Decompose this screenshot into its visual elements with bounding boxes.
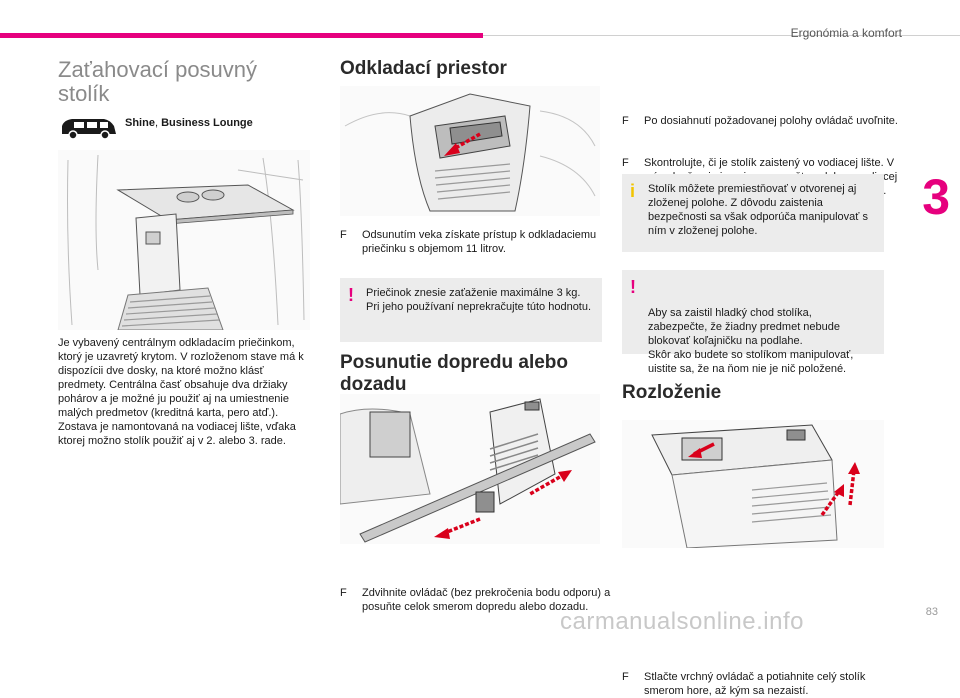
warning-note-load: ! Priečinok znesie zaťaženie maximálne 3… [340, 278, 602, 342]
illustration-slide-table [340, 394, 600, 544]
bullet-icon: F [622, 115, 629, 127]
section-header: Ergonómia a komfort [790, 26, 902, 40]
heading-slide: Posunutie dopredu alebo dozadu [340, 352, 569, 395]
step-unfold-table: F Stlačte vrchný ovládač a potiahnite ce… [622, 671, 866, 697]
bullet-icon: F [622, 671, 629, 683]
watermark: carmanualsonline.info [560, 608, 804, 635]
warning-icon: ! [630, 277, 636, 297]
illustration-storage-compartment [340, 86, 600, 216]
illustration-unfold-table [622, 420, 884, 548]
page-number: 83 [925, 606, 938, 618]
warning-icon: ! [348, 285, 354, 305]
chapter-number: 3 [922, 169, 950, 225]
intro-paragraph: Je vybavený centrálnym odkladacím prieči… [58, 337, 304, 447]
illustration-sliding-table [58, 150, 310, 330]
step-open-storage: F Odsunutím veka získate prístup k odkla… [340, 229, 597, 255]
step-slide-table: F Zdvihnite ovládač (bez prekročenia bod… [340, 587, 611, 613]
info-icon: i [630, 181, 636, 201]
bullet-icon: F [622, 157, 629, 169]
heading-unfold: Rozloženie [622, 382, 722, 403]
step-release-control: F Po dosiahnutí požadovanej polohy ovlád… [622, 115, 898, 127]
bullet-icon: F [340, 587, 347, 599]
variant-label: Shine, Business Lounge [125, 117, 253, 129]
top-divider [483, 35, 960, 36]
top-accent-bar [0, 33, 483, 38]
section-title-sliding-table: Zaťahovací posuvný stolík [58, 57, 258, 106]
bullet-icon: F [340, 229, 347, 241]
van-icon [62, 119, 116, 140]
info-note-position: i Stolík môžete premiestňovať v otvorene… [622, 174, 884, 252]
heading-storage: Odkladací priestor [340, 58, 507, 79]
warning-note-rail: ! Aby sa zaistil hladký chod stolíka, za… [622, 270, 884, 375]
